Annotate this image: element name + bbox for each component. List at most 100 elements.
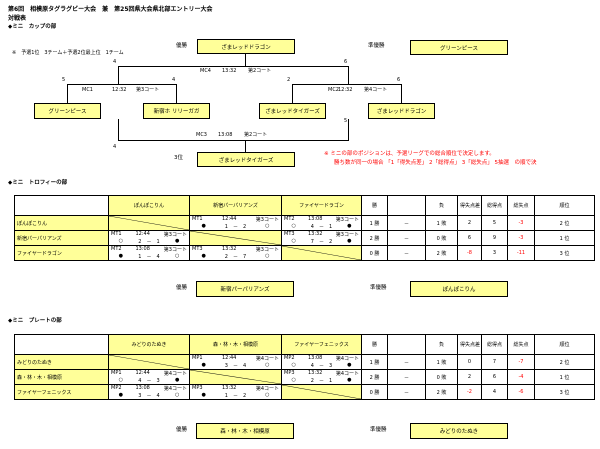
bracket-line — [292, 84, 402, 85]
mc4-court: 第2コート — [248, 68, 272, 74]
page-subtitle: 対戦表 — [8, 15, 27, 22]
bracket-line — [67, 84, 68, 103]
trophy-col-header: 得失点差 — [457, 195, 482, 216]
lose-count: 1 敗 — [425, 354, 458, 370]
bracket-line — [401, 84, 402, 103]
win-count: 2 勝 — [361, 369, 388, 385]
mc3-right-score: 5 — [344, 118, 348, 124]
trophy-corner — [14, 195, 109, 216]
mc2-time: 12:32 — [338, 87, 353, 93]
plate-table: みどりのたぬき 森・林・木・相模原 ファイヤーフェニックス 勝 負 得失点差 総… — [14, 334, 595, 400]
self-match-cell — [281, 245, 362, 261]
lose-count: 0 敗 — [425, 230, 458, 246]
plate-col-header: 得失点差 — [457, 334, 482, 355]
win-count: 1 勝 — [361, 354, 388, 370]
mc3-time: 13:08 — [218, 132, 233, 138]
plate-col-header: 負 — [425, 334, 458, 355]
trophy-col-header: 総失点 — [507, 195, 535, 216]
point-diff: 2 — [457, 215, 482, 231]
rank: 1 位 — [534, 230, 595, 246]
row-team: 森・林・木・相模原 — [14, 369, 109, 385]
plate-col-header: ファイヤーフェニックス — [281, 334, 362, 355]
cup-section-title: ◆ミニ カップの部 — [8, 24, 57, 30]
self-match-cell — [281, 384, 362, 400]
trophy-col-header: 総得点 — [481, 195, 508, 216]
plate-col-header: 総得点 — [481, 334, 508, 355]
points-against: -4 — [507, 369, 535, 385]
points-against: -11 — [507, 245, 535, 261]
cup-note: ※ 予選1位 3チーム＋予選2位最上位 1チーム — [12, 50, 124, 56]
plate-col-header: みどりのたぬき — [108, 334, 190, 355]
points-for: 9 — [481, 230, 508, 246]
mc2-right-score: 6 — [397, 77, 401, 83]
dash: － — [387, 215, 426, 231]
cup-runner-label: 準優勝 — [368, 43, 385, 49]
cup-team-box: ざまレッドタイガーズ — [259, 103, 326, 119]
bracket-line — [67, 84, 177, 85]
points-for: 4 — [481, 384, 508, 400]
cup-champion-box: ざまレッドドラゴン — [197, 39, 295, 54]
points-against: -3 — [507, 230, 535, 246]
plate-col-header: 順位 — [534, 334, 595, 355]
dash: － — [387, 245, 426, 261]
bracket-line — [118, 119, 119, 140]
bracket-line — [245, 140, 246, 152]
trophy-col-header: 順位 — [534, 195, 595, 216]
plate-champion-label: 優勝 — [176, 427, 188, 433]
mc1-court: 第3コート — [136, 87, 160, 93]
point-diff: 6 — [457, 230, 482, 246]
cup-team-box: グリーンピース — [34, 103, 101, 119]
win-count: 2 勝 — [361, 230, 388, 246]
cup-runner-box: グリーンピース — [410, 40, 508, 55]
plate-col-spacer — [387, 334, 426, 355]
self-match-cell — [189, 369, 282, 385]
trophy-col-header: 勝 — [361, 195, 388, 216]
bracket-line — [348, 66, 349, 84]
mc4-left-score: 4 — [113, 59, 117, 65]
trophy-runner-label: 準優勝 — [370, 285, 387, 291]
point-diff: 0 — [457, 354, 482, 370]
mc4-time: 13:32 — [222, 68, 237, 74]
row-team: ファイヤーフェニックス — [14, 384, 109, 400]
trophy-col-header: 新宿パーパリアンズ — [189, 195, 282, 216]
rank: 1 位 — [534, 369, 595, 385]
mc2-court: 第4コート — [364, 87, 388, 93]
lose-count: 1 敗 — [425, 215, 458, 231]
points-against: -7 — [507, 354, 535, 370]
cup-champion-label: 優勝 — [176, 43, 188, 49]
bracket-line — [118, 66, 119, 84]
trophy-col-header: ファイヤードラゴン — [281, 195, 362, 216]
points-for: 5 — [481, 215, 508, 231]
win-count: 0 勝 — [361, 384, 388, 400]
cup-team-box: 新宿ホ リリーガガ — [143, 103, 210, 119]
bracket-line — [348, 119, 349, 140]
mc3-left-score: 4 — [113, 144, 117, 150]
bracket-line — [118, 140, 349, 141]
plate-corner — [14, 334, 109, 355]
win-count: 0 勝 — [361, 245, 388, 261]
rank: 3 位 — [534, 384, 595, 400]
points-for: 3 — [481, 245, 508, 261]
self-match-cell — [108, 354, 190, 370]
point-diff: -8 — [457, 245, 482, 261]
points-for: 7 — [481, 354, 508, 370]
points-against: -3 — [507, 215, 535, 231]
row-team: 新宿パーパリアンズ — [14, 230, 109, 246]
mc1-right-score: 4 — [172, 77, 176, 83]
plate-champion-box: 森・林・木・相模原 — [196, 423, 294, 439]
mc4-id: MC4 — [200, 68, 211, 74]
mc4-right-score: 6 — [344, 59, 348, 65]
plate-runner-label: 準優勝 — [370, 427, 387, 433]
